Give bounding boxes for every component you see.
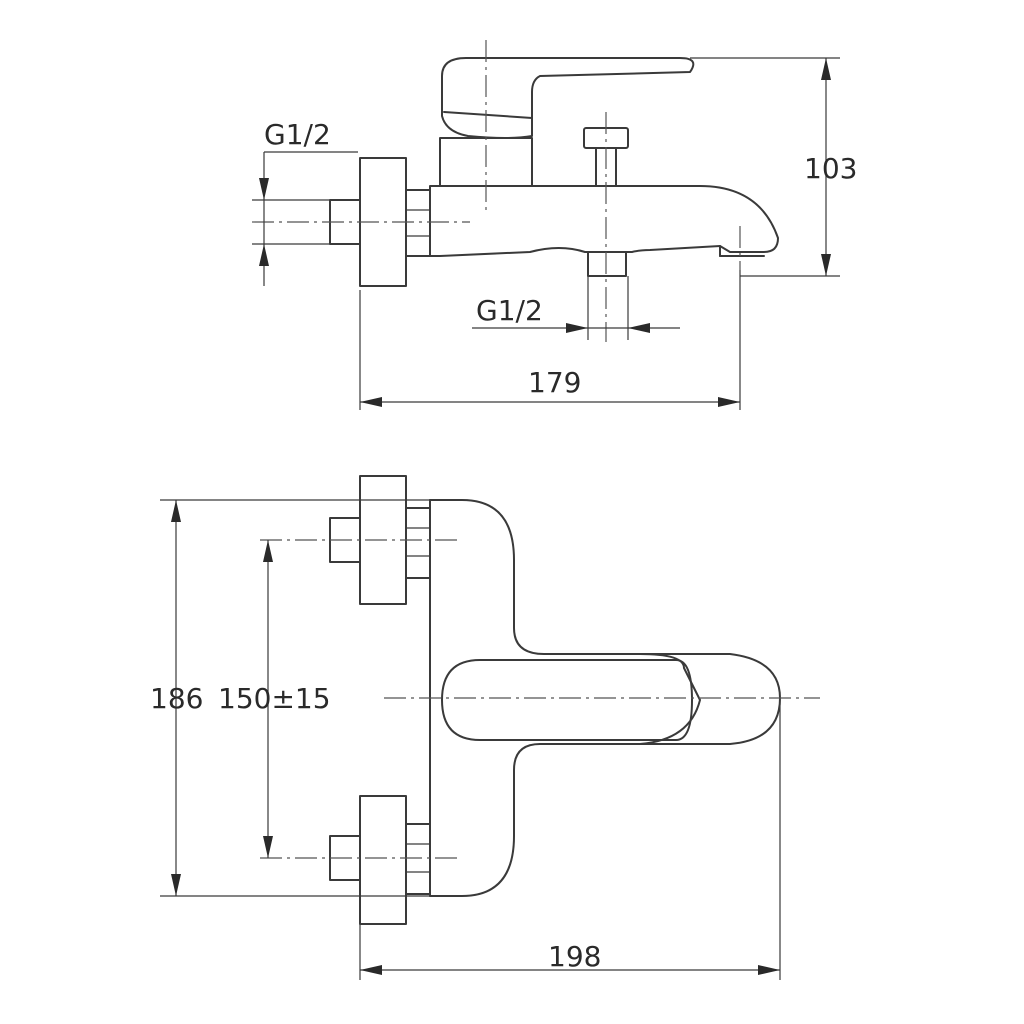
thread-left-label: G1/2	[264, 118, 331, 151]
side-view-dimensions: G1/2 103 G1/2 179	[252, 57, 857, 410]
mixer-body	[429, 185, 779, 257]
top-length-label: 198	[548, 940, 601, 973]
top-lever	[441, 659, 693, 741]
hex-nut	[405, 189, 431, 257]
top-spout	[639, 653, 781, 745]
spacing-label: 150±15	[218, 682, 331, 715]
side-view	[252, 40, 779, 342]
height-label: 103	[804, 152, 857, 185]
thread-bottom-label: G1/2	[476, 294, 543, 327]
lever-handle	[441, 57, 695, 139]
shower-outlet	[587, 251, 627, 277]
width-label: 186	[150, 682, 203, 715]
top-view	[260, 475, 820, 925]
top-view-dimensions: 186 150±15 198	[150, 499, 781, 980]
length-label: 179	[528, 366, 581, 399]
upper-nut	[405, 507, 431, 579]
lower-nut	[405, 823, 431, 895]
lower-flange	[359, 795, 407, 925]
top-body	[429, 499, 701, 897]
